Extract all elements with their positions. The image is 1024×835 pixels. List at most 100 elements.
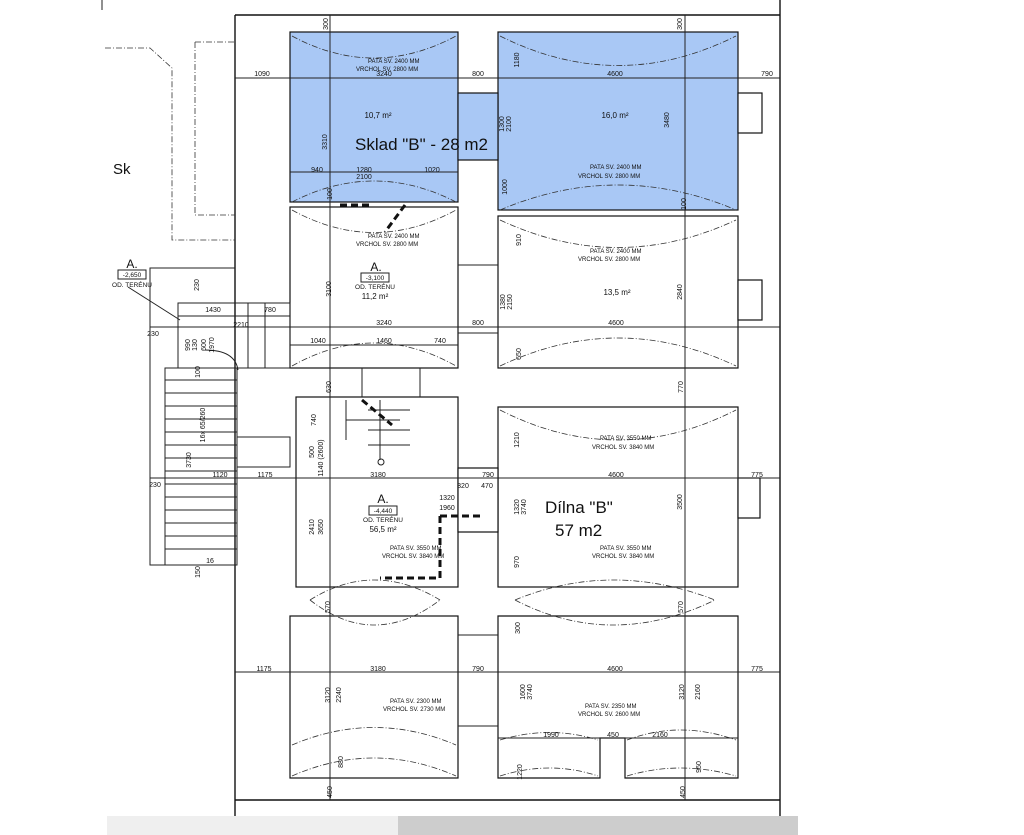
plan-element (117, 269, 147, 280)
dimension-label: 1280 (356, 167, 372, 174)
dimension-label: 3500 (677, 494, 684, 510)
plan-element (291, 209, 457, 233)
plan-element (737, 279, 763, 321)
doors (340, 203, 480, 580)
plan-element (165, 379, 237, 550)
plan-element (149, 267, 235, 566)
plan-element (499, 767, 737, 777)
dimension-label: 990 (185, 339, 192, 351)
dimension-label: 500 (309, 446, 316, 458)
plan-element: OD. TERÉNU (112, 280, 152, 289)
dimension-label: 3730 (186, 452, 193, 468)
vault-note: PATA SV. 2400 MM (368, 234, 419, 240)
room-row2-right (497, 215, 739, 369)
plan-element: A. (377, 492, 388, 506)
dimension-labels: 1090 3240 800 4600 790 300 300 940 1280 … (147, 18, 773, 798)
plan-element (380, 514, 480, 580)
dimension-label: 3240 (376, 71, 392, 78)
vault-note: VRCHOL SV. 3840 MM (592, 554, 654, 560)
plan-element (499, 219, 737, 248)
dimension-label: 740 (434, 338, 446, 345)
plan-element (499, 184, 737, 211)
vault-note: PATA SV. 2300 MM (390, 699, 441, 705)
dimension-label: 1460 (376, 338, 392, 345)
exterior-outline (105, 41, 235, 566)
dimension-label: 940 (311, 167, 323, 174)
dimension-label: 16x 65/260 (200, 408, 207, 443)
dimension-label: 1120 (212, 472, 227, 479)
dimension-label: 1000 (502, 179, 509, 195)
dimension-label: 150 (195, 566, 202, 578)
dimension-label: 1430 (205, 307, 221, 314)
vault-note: VRCHOL SV. 2730 MM (383, 707, 445, 713)
vault-note: VRCHOL SV. 2600 MM (578, 712, 640, 718)
scrollbar-thumb[interactable] (398, 816, 798, 835)
room-area: 56,5 m² (369, 525, 396, 534)
dimension-label: 300 (677, 18, 684, 30)
dimension-label: 320 (457, 483, 469, 490)
dimension-label: 1140 (2600) (318, 439, 325, 476)
dimension-label: 570 (678, 601, 685, 613)
plan-element (309, 579, 441, 626)
plan-element (368, 505, 398, 516)
dimension-label: 3740 (527, 684, 534, 700)
vault-note: PATA SV. 2400 MM (590, 249, 641, 255)
dimension-label: 1090 (254, 71, 270, 78)
dimension-label: 2160 (695, 684, 702, 700)
dimension-label: 1600 (520, 684, 527, 700)
room-row4-right (497, 615, 739, 779)
dimension-label: 1210 (514, 432, 521, 448)
plan-element (499, 337, 737, 367)
dimension-label: 775 (751, 666, 763, 673)
room-sklad-1 (289, 31, 459, 203)
dimension-label: 1380 (500, 294, 507, 310)
dimension-label: 2150 (507, 294, 514, 310)
plan-element (329, 368, 421, 397)
dimension-label: 960 (696, 761, 703, 773)
room-area: 10,7 m² (364, 111, 391, 120)
dimension-label: 2100 (506, 116, 513, 132)
dimension-lines (127, 15, 780, 800)
dilna-area: 57 m2 (555, 521, 602, 540)
plan-element (236, 436, 291, 468)
room-labels: 10,7 m² 16,0 m² A. -3,100 OD. TERÉNU 11,… (112, 111, 631, 534)
room-area: 16,0 m² (601, 111, 628, 120)
vault-note: VRCHOL SV. 2800 MM (578, 174, 640, 180)
plan-element (291, 727, 457, 777)
plan-frame (101, 0, 781, 835)
plan-element: -3,100 (366, 275, 385, 282)
dimension-label: 1220 (517, 764, 524, 780)
dimension-label: 470 (481, 483, 493, 490)
room-area: 11,2 m² (362, 292, 389, 301)
plan-element (737, 477, 761, 519)
vault-note: PATA SV. 2350 MM (585, 704, 636, 710)
scrollbar-track[interactable] (107, 816, 398, 835)
dimension-label: 1020 (424, 167, 440, 174)
dimension-label: 790 (482, 472, 494, 479)
dimension-label: 450 (327, 786, 334, 798)
dimension-label: 3180 (370, 666, 386, 673)
plan-element (514, 579, 716, 626)
dimension-label: 800 (472, 320, 484, 327)
plan-element (340, 203, 407, 233)
room-row4-left (289, 615, 459, 779)
dimension-label: 880 (338, 756, 345, 768)
dimension-label: 100 (327, 188, 334, 200)
dimension-label: 650 (516, 348, 523, 360)
dimension-label: 1960 (439, 505, 455, 512)
dimension-label: 100 (681, 198, 688, 210)
plan-element (499, 729, 737, 741)
dimension-label: 1175 (256, 666, 271, 673)
dimension-label: 775 (751, 472, 763, 479)
plan-element (499, 35, 737, 66)
plan-element (360, 272, 390, 283)
dimension-label: 770 (678, 381, 685, 393)
dimension-label: 100 (195, 366, 202, 378)
sklad-passage (457, 92, 499, 161)
plan-element (737, 92, 763, 134)
dimension-label: 230 (194, 279, 201, 291)
plan-element (377, 458, 385, 466)
sklad-label: Sklad "B" - 28 m2 (355, 135, 488, 154)
dimension-label: 1970 (209, 337, 216, 353)
